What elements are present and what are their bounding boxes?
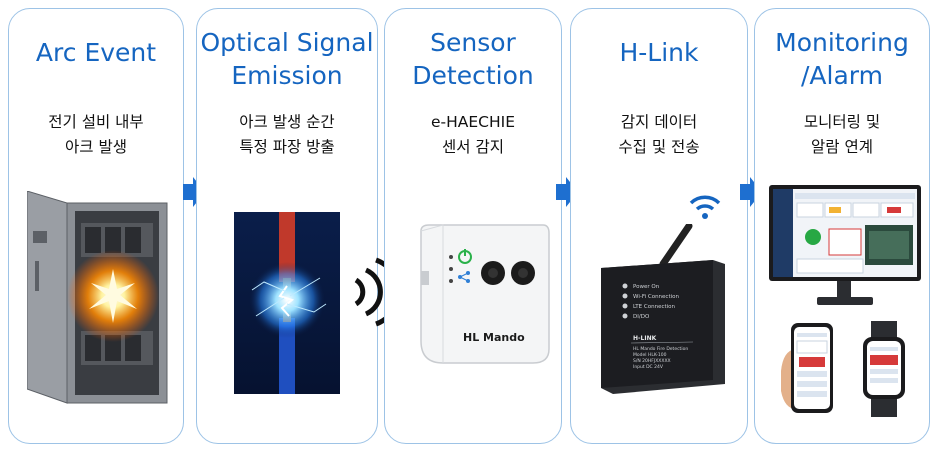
flow-arrow <box>183 177 205 207</box>
stage-desc-line: 전기 설비 내부 <box>48 113 144 131</box>
stage-desc-line: 모니터링 및 <box>803 113 881 131</box>
led-label: LTE Connection <box>633 304 676 310</box>
stage-title: Sensor Detection <box>412 28 534 90</box>
stage-title: Arc Event <box>35 38 157 67</box>
h-link-device-label: H-LINK <box>633 335 657 342</box>
led-label: DI/DO <box>633 314 650 320</box>
e-haechie-sensor-device: HL Mando <box>420 224 550 364</box>
stage-desc-line: 아크 발생 <box>65 138 127 156</box>
stage-desc: 감지 데이터 수집 및 전송 <box>571 110 747 160</box>
device-info-line: Input DC 24V <box>633 364 664 370</box>
smartphone-alarm-app <box>781 323 833 413</box>
stage-title: H-Link <box>619 38 699 67</box>
device-info-line: S/N 20HFJXXXXX <box>633 358 671 364</box>
stage-card-h-link: H-Link 감지 데이터 수집 및 전송 Power On Wi-Fi Con… <box>570 8 748 444</box>
device-info-line: Model HLK-100 <box>633 352 667 358</box>
stage-desc-line: e-HAECHIE <box>430 113 516 131</box>
stage-desc: 모니터링 및 알람 연계 <box>755 110 929 160</box>
h-link-gateway-device: Power On Wi-Fi Connection LTE Connection… <box>601 224 725 394</box>
monitoring-dashboard-monitor <box>769 185 921 305</box>
sensor-brand-logo: HL Mando <box>463 331 525 344</box>
led-label: Wi-Fi Connection <box>633 294 680 300</box>
stage-card-sensor-detection: Sensor Detection e-HAECHIE 센서 감지 HL Mand… <box>384 8 562 444</box>
stage-title: Monitoring /Alarm <box>775 28 909 90</box>
stage-card-monitoring-alarm: Monitoring /Alarm 모니터링 및 알람 연계 <box>754 8 930 444</box>
flow-arrow <box>556 177 578 207</box>
wifi-signal-icon <box>689 195 721 219</box>
stage-desc: 아크 발생 순간 특정 파장 방출 <box>197 110 377 160</box>
stage-desc-line: 감지 데이터 <box>620 113 698 131</box>
stage-desc: 전기 설비 내부 아크 발생 <box>9 110 183 160</box>
device-info-line: HL Mando Fire Detection <box>633 346 688 352</box>
stage-desc-line: 센서 감지 <box>442 138 504 156</box>
led-label: Power On <box>633 284 660 290</box>
stage-desc: e-HAECHIE 센서 감지 <box>385 110 561 160</box>
stage-desc-line: 아크 발생 순간 <box>239 113 335 131</box>
stage-desc-line: 알람 연계 <box>811 138 873 156</box>
smartwatch-alarm <box>863 321 905 417</box>
stage-title: Optical Signal Emission <box>200 28 374 90</box>
flow-arrow <box>740 177 762 207</box>
electrical-cabinet-arc-illustration <box>27 191 168 404</box>
cable-arc-spark-illustration <box>234 212 340 394</box>
stage-card-arc-event: Arc Event 전기 설비 내부 아크 발생 <box>8 8 184 444</box>
stage-desc-line: 특정 파장 방출 <box>239 138 335 156</box>
stage-card-optical-signal: Optical Signal Emission 아크 발생 순간 특정 파장 방… <box>196 8 378 444</box>
stage-desc-line: 수집 및 전송 <box>618 138 700 156</box>
